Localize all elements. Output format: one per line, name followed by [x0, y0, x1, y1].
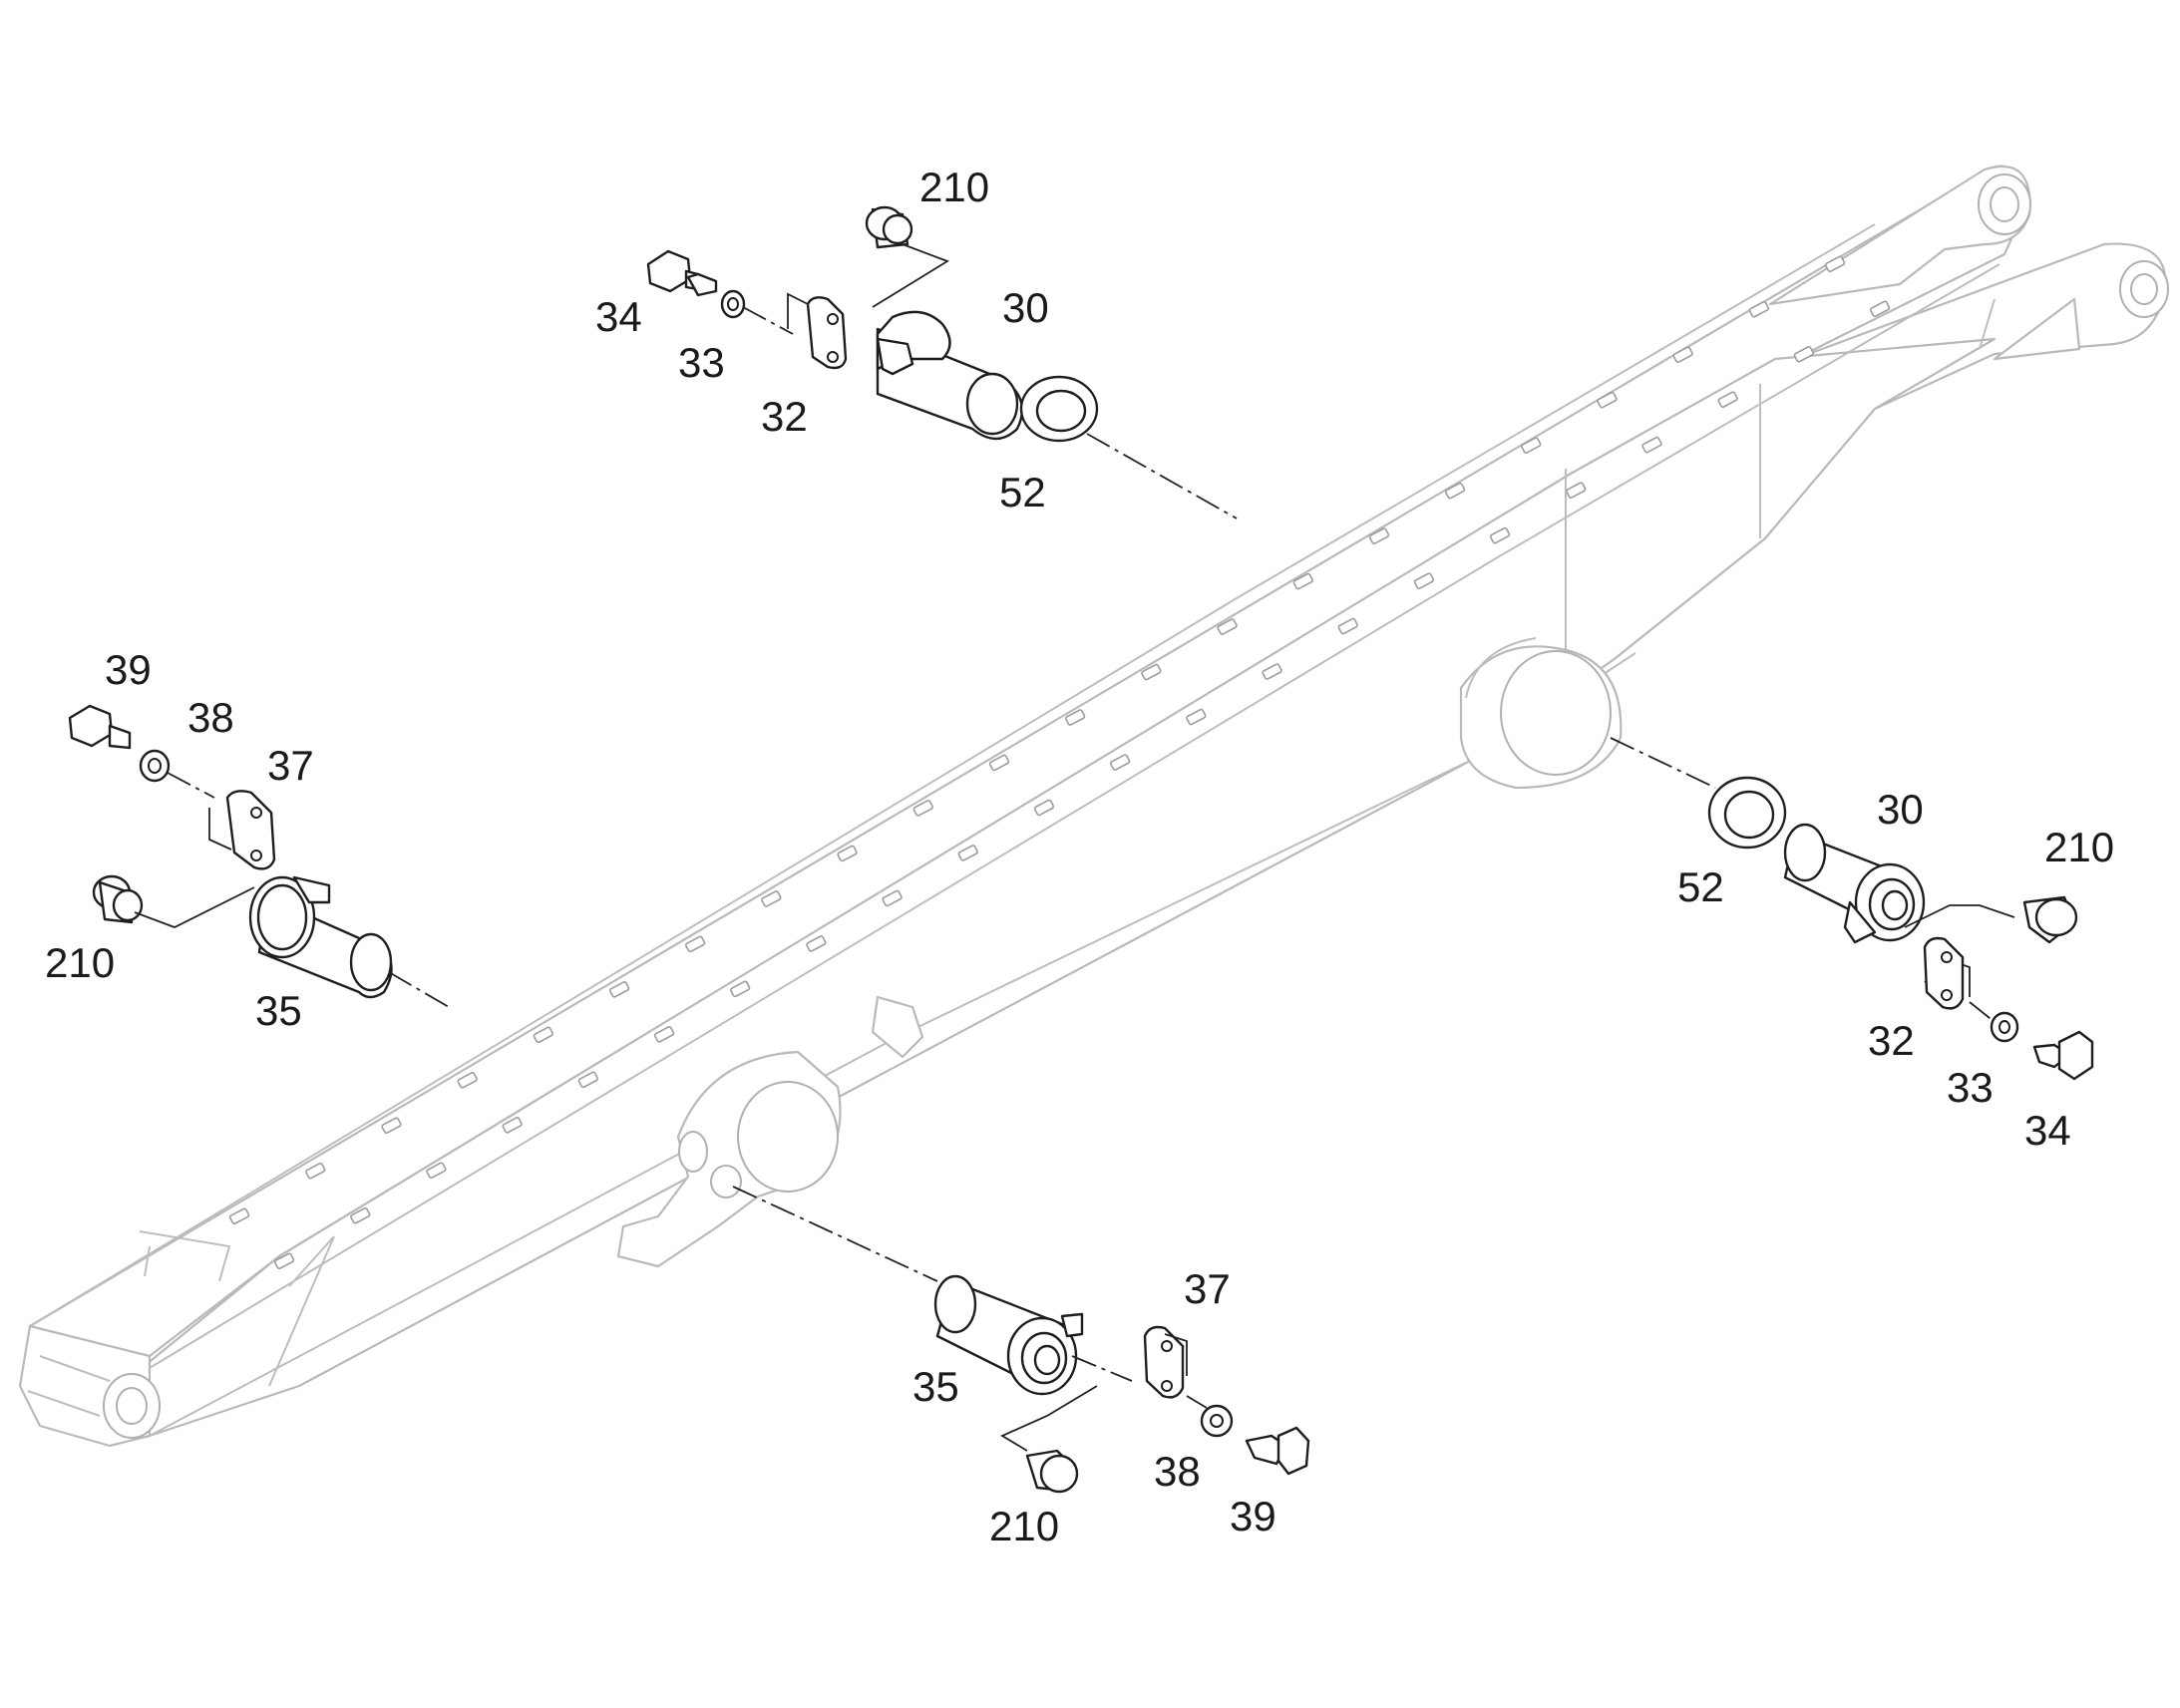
- callout-37-bottom: 37: [1184, 1265, 1231, 1312]
- access-tab: [1793, 345, 1815, 363]
- callout-37-left: 37: [267, 742, 314, 789]
- access-tab: [457, 1072, 478, 1089]
- access-tab: [381, 1117, 402, 1135]
- callout-210-left: 210: [45, 939, 115, 986]
- washer-38-left: [139, 749, 171, 783]
- callout-32-top: 32: [761, 393, 808, 440]
- access-tab: [1521, 437, 1542, 454]
- access-tab: [1641, 436, 1662, 454]
- boom-access-tabs: [228, 255, 1891, 1270]
- access-tab: [837, 845, 858, 862]
- callout-33-right: 33: [1947, 1064, 1994, 1111]
- lock-plate-37-bottom: [1143, 1325, 1188, 1399]
- access-tab: [1597, 391, 1618, 409]
- callout-35-left: 35: [255, 987, 302, 1034]
- callout-210-bottom: 210: [989, 1503, 1059, 1549]
- shim-52-top: [1019, 375, 1099, 443]
- access-tab: [1672, 346, 1693, 364]
- callout-30-top: 30: [1002, 284, 1049, 331]
- lock-plate-37-left: [208, 790, 276, 870]
- access-tab: [1824, 255, 1846, 273]
- access-tab: [305, 1162, 326, 1180]
- access-tab: [1748, 300, 1770, 318]
- access-tab: [426, 1162, 447, 1180]
- callout-52-right: 52: [1677, 863, 1724, 910]
- access-tab: [1413, 572, 1435, 589]
- access-tab: [730, 980, 751, 998]
- top-pin-group: [646, 205, 1238, 519]
- access-tab: [806, 935, 827, 952]
- bolt-39-bottom: [1245, 1426, 1310, 1476]
- pin-35-bottom: [933, 1274, 1084, 1396]
- cap-210-left: [92, 874, 144, 924]
- boom-top-face: [28, 165, 2031, 1388]
- lock-plate-32-top: [787, 292, 848, 370]
- washer-33-right: [1990, 1011, 2019, 1043]
- callout-39-left: 39: [105, 646, 152, 693]
- pin-30-right: [1783, 823, 1926, 944]
- callout-38-left: 38: [187, 694, 234, 741]
- access-tab: [685, 935, 706, 953]
- access-tab: [761, 890, 782, 907]
- access-tab: [1141, 663, 1162, 681]
- access-tab: [957, 845, 978, 861]
- access-tab: [1110, 754, 1131, 771]
- access-tab: [1186, 708, 1207, 726]
- access-tab: [533, 1026, 554, 1044]
- cap-210-top: [865, 205, 913, 249]
- access-tab: [1033, 799, 1055, 817]
- shim-52-right: [1707, 776, 1787, 850]
- bolt-34-top: [646, 249, 718, 297]
- washer-33-top: [720, 289, 746, 319]
- access-tab: [1065, 709, 1086, 726]
- bottom-pin-group: [732, 1186, 1310, 1494]
- access-tab: [1489, 526, 1511, 544]
- left-pin-group: [68, 704, 450, 1008]
- callout-labels: 210 34 33 30 32 52 39 38 37 210 35 30 21…: [45, 164, 2114, 1549]
- access-tab: [350, 1206, 371, 1224]
- access-tab: [577, 1071, 599, 1089]
- boom-arm: [18, 165, 2169, 1448]
- callout-210-right: 210: [2044, 824, 2114, 870]
- callout-52-top: 52: [999, 469, 1046, 515]
- callout-33-top: 33: [678, 339, 725, 386]
- boom-side-face: [118, 337, 1997, 1438]
- access-tab: [988, 754, 1010, 772]
- callout-35-bottom: 35: [912, 1363, 959, 1410]
- access-tab: [653, 1026, 675, 1043]
- access-tab: [1566, 482, 1587, 499]
- access-tab: [1292, 572, 1313, 590]
- lock-plate-32-right: [1923, 936, 1965, 1010]
- right-pin-group: [1610, 737, 2094, 1081]
- callout-38-bottom: 38: [1154, 1448, 1201, 1495]
- callout-210-top: 210: [919, 164, 989, 210]
- access-tab: [912, 800, 933, 817]
- pin-30-top: [876, 310, 1024, 441]
- callout-30-right: 30: [1877, 786, 1924, 833]
- access-tab: [1444, 482, 1466, 500]
- callout-39-bottom: 39: [1230, 1493, 1276, 1539]
- access-tab: [228, 1207, 250, 1225]
- access-tab: [273, 1252, 295, 1270]
- washer-38-bottom: [1200, 1404, 1234, 1438]
- bolt-39-left: [68, 704, 132, 750]
- callout-34-right: 34: [2024, 1107, 2071, 1154]
- tip-gusset: [1993, 297, 2081, 361]
- access-tab: [1217, 618, 1238, 635]
- access-tab: [882, 889, 903, 907]
- access-tab: [502, 1117, 523, 1134]
- access-tab: [1337, 617, 1358, 635]
- access-tab: [1717, 391, 1738, 409]
- access-tab: [1262, 663, 1282, 680]
- cap-210-bottom: [1025, 1449, 1079, 1494]
- cap-210-right: [2022, 895, 2078, 944]
- callout-32-right: 32: [1868, 1017, 1915, 1064]
- access-tab: [1869, 300, 1891, 318]
- callout-34-top: 34: [595, 293, 642, 340]
- access-tab: [608, 981, 630, 998]
- access-tab: [1368, 527, 1390, 544]
- bolt-34-right: [2032, 1030, 2094, 1081]
- pin-35-left: [248, 875, 393, 999]
